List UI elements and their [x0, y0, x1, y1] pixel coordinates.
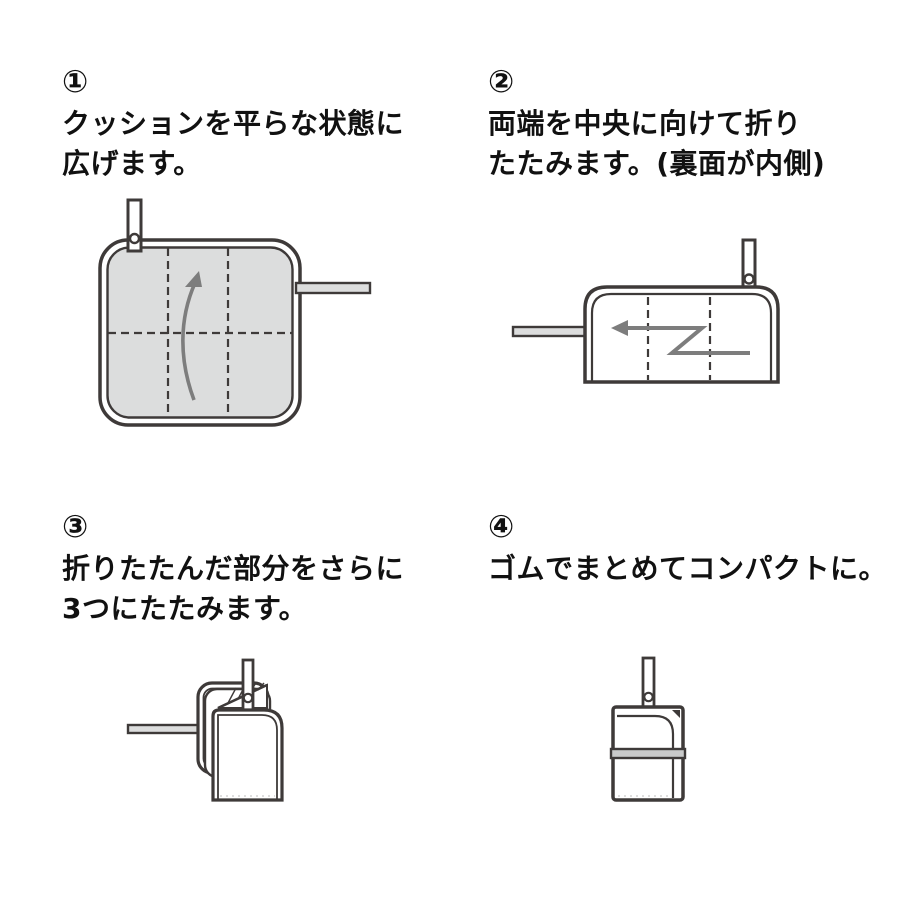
snap-button-icon [643, 691, 654, 703]
step-1: ① クッションを平らな状態に 広げます。 [62, 64, 452, 184]
snap-button-icon [242, 692, 254, 704]
front-fold-layer-inner-edge [217, 714, 278, 800]
step-4: ④ ゴムでまとめてコンパクトに。 [488, 509, 888, 589]
step-4-text-line-1: ゴムでまとめてコンパクトに。 [488, 552, 888, 585]
step-1-text-line-2: 広げます。 [62, 147, 202, 180]
step-2: ② 両端を中央に向けて折り たたみます。(裏面が内側) [488, 64, 888, 184]
cushion-spread-flat-figure [98, 198, 372, 427]
rubber-band [609, 747, 687, 760]
step-3-number: ③ [62, 509, 89, 545]
unfold-arrow-head-icon [185, 271, 202, 287]
fold-curve-inner-edge [617, 714, 675, 798]
folded-cushion-outer-edge [583, 285, 780, 384]
z-fold-arrow-head-icon [611, 320, 628, 336]
snap-button-icon [743, 273, 755, 285]
folded-cushion-inner-edge [590, 292, 773, 382]
side-strap-left [511, 325, 591, 338]
ends-folded-to-center-figure [511, 238, 780, 384]
step-3-text-line-2: 3つにたたみます。 [62, 592, 308, 625]
unfold-arrow [181, 282, 197, 401]
z-fold-arrow [625, 326, 750, 355]
step-1-number: ① [62, 64, 89, 100]
step-3: ③ 折りたたんだ部分をさらに 3つにたたみます。 [62, 509, 452, 629]
banded-compact-figure [609, 656, 687, 802]
step-3-text-line-1: 折りたたんだ部分をさらに [62, 552, 405, 585]
folded-into-thirds-figure [126, 658, 284, 802]
corner-fold-wedge [672, 710, 680, 718]
snap-button-icon [128, 232, 141, 245]
step-2-number: ② [488, 64, 515, 100]
front-fold-layer [211, 708, 284, 802]
side-strap-right [294, 281, 372, 295]
step-4-number: ④ [488, 509, 515, 545]
step-2-text-line-2: たたみます。(裏面が内側) [488, 147, 826, 180]
step-2-text-line-1: 両端を中央に向けて折り [488, 107, 802, 140]
step-1-text-line-1: クッションを平らな状態に [62, 107, 405, 140]
